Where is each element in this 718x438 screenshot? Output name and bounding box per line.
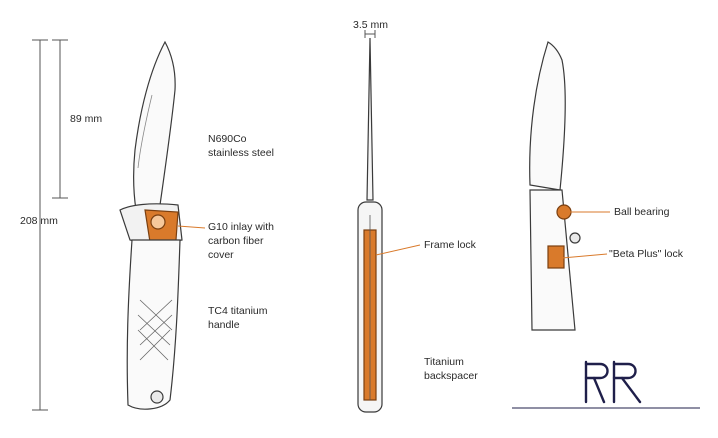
backspacer-line-1: Titanium bbox=[424, 356, 464, 368]
blade-steel-label: N690Co stainless steel bbox=[208, 132, 274, 160]
inlay-label: G10 inlay with carbon fiber cover bbox=[208, 220, 274, 262]
knife-edge-view-center bbox=[357, 37, 383, 413]
frame-lock-leader bbox=[375, 244, 421, 256]
leader-lines bbox=[177, 211, 610, 259]
ball-bearing-label: Ball bearing bbox=[614, 206, 670, 218]
inlay-line-2: carbon fiber bbox=[208, 235, 264, 247]
handle-line-2: handle bbox=[208, 319, 240, 331]
beta-plus-lock-label: "Beta Plus" lock bbox=[609, 248, 683, 260]
blade-steel-line-2: stainless steel bbox=[208, 147, 274, 159]
backspacer-line-2: backspacer bbox=[424, 370, 478, 382]
rr-monogram-logo bbox=[580, 358, 650, 406]
dimension-lines bbox=[32, 39, 68, 411]
handle-label: TC4 titanium handle bbox=[208, 304, 268, 332]
knife-side-view-right bbox=[529, 41, 581, 331]
blade-thickness-label: 3.5 mm bbox=[353, 19, 389, 31]
inlay-line-3: cover bbox=[208, 249, 234, 261]
logo-mark bbox=[584, 360, 642, 404]
handle-line-1: TC4 titanium bbox=[208, 305, 268, 317]
inlay-leader bbox=[177, 225, 206, 229]
inlay-line-1: G10 inlay with bbox=[208, 221, 274, 233]
total-length-label: 208 mm bbox=[20, 215, 58, 227]
frame-lock-label: Frame lock bbox=[424, 239, 476, 251]
blade-length-label: 89 mm bbox=[70, 113, 103, 125]
knife-side-view-left bbox=[119, 40, 183, 410]
backspacer-label: Titanium backspacer bbox=[424, 355, 478, 383]
beta-lock-leader bbox=[561, 253, 608, 259]
blade-thickness-dimension bbox=[364, 30, 376, 38]
blade-steel-line-1: N690Co bbox=[208, 133, 247, 145]
